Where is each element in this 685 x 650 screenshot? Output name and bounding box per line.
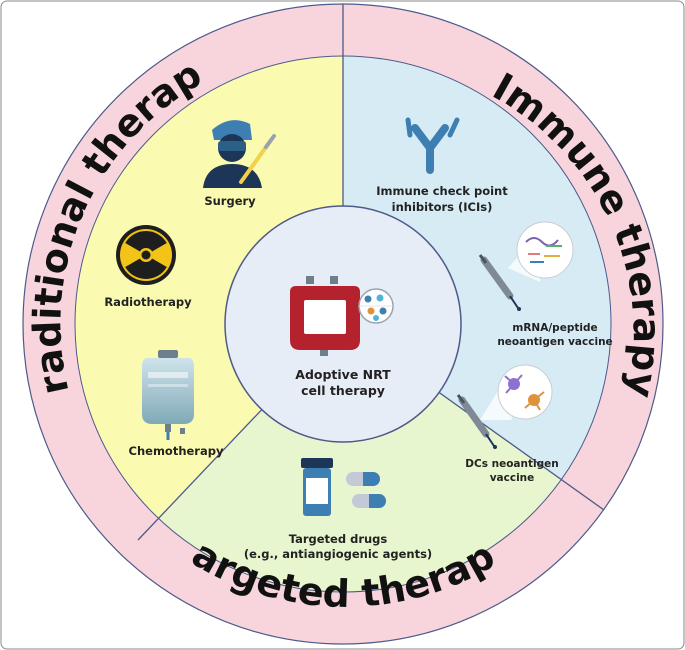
blood-bag-icon — [290, 276, 360, 356]
targeted-segment — [158, 324, 562, 593]
cell-dish-icon — [358, 288, 394, 324]
chemotherapy-label: Chemotherapy — [129, 444, 224, 458]
ici-label-line1: Immune check point — [376, 184, 508, 198]
mrna-label-line2: neoantigen vaccine — [497, 336, 612, 348]
targeted-drugs-label-line1: Targeted drugs — [289, 532, 388, 546]
dc-label-line1: DCs neoantigen — [465, 458, 558, 470]
center-label-line1: Adoptive NRT — [295, 367, 391, 382]
surgeon-icon — [203, 120, 276, 188]
center-label-line2: cell therapy — [301, 383, 385, 398]
pill-bottle-icon — [301, 458, 333, 516]
capsule-icon — [346, 472, 380, 486]
radiation-icon — [116, 225, 176, 285]
iv-bag-icon — [142, 350, 194, 440]
radiotherapy-label: Radiotherapy — [104, 295, 192, 309]
mrna-label-line1: mRNA/peptide — [512, 322, 597, 334]
syringe-icon — [456, 394, 497, 449]
mrna-vaccine-icon — [508, 221, 574, 282]
capsule-icon — [352, 494, 386, 508]
traditional-segment — [74, 55, 343, 519]
antibody-icon — [405, 117, 460, 174]
dc-vaccine-icon — [480, 364, 553, 420]
ici-label-line2: inhibitors (ICIs) — [392, 200, 493, 214]
dc-label-line2: vaccine — [490, 472, 535, 484]
targeted-drugs-label-line2: (e.g., antiangiogenic agents) — [244, 547, 432, 561]
surgery-label: Surgery — [204, 194, 256, 208]
syringe-icon — [478, 254, 521, 311]
